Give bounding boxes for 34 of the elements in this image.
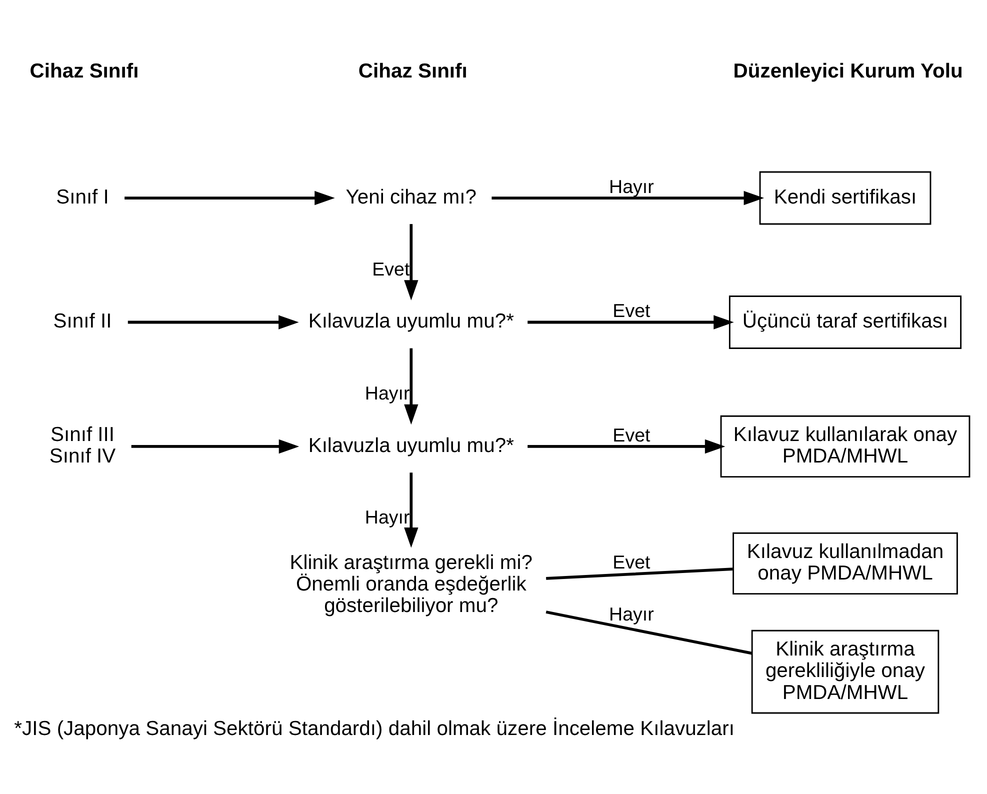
node-box: Klinik araştırma gerekliliğiyle onay PMDA/MHWL <box>751 630 940 714</box>
node-text: Sınıf II <box>53 310 112 333</box>
label: Cihaz Sınıfı <box>358 60 468 83</box>
arrow <box>404 348 418 425</box>
label: Cihaz Sınıfı <box>30 60 139 83</box>
connector <box>546 568 733 580</box>
connector <box>546 610 752 655</box>
edge-label: Evet <box>612 300 650 322</box>
node-text: Sınıf I <box>56 186 109 208</box>
caption: *JIS (Japonya Sanayi Sektörü Standardı) dahil olmak üzere İnceleme Kılavuzları <box>14 718 735 740</box>
arrow <box>528 439 726 454</box>
arrow <box>492 190 764 206</box>
node-box: Kılavuz kullanılarak onay PMDA/MHWL <box>720 415 970 478</box>
arrow <box>128 315 299 330</box>
edge-label: Evet <box>612 551 650 572</box>
arrow <box>131 439 300 454</box>
node-box: Kendi sertifikası <box>759 171 932 225</box>
edge-label: Evet <box>612 424 650 446</box>
edge-label: Hayır <box>609 176 654 197</box>
arrow <box>404 472 418 548</box>
node-text: Kılavuzla uyumlu mu?* <box>308 434 514 457</box>
edge-label: Hayır <box>364 382 410 404</box>
label: Düzenleyici Kurum Yolu <box>733 60 963 83</box>
edge-label: Hayır <box>609 603 654 624</box>
edge-label: Hayır <box>364 506 410 528</box>
node-text: Klinik araştırma gerekli mi? Önemli oranda eşdeğerlik gösterilebiliyor mu? <box>290 552 533 618</box>
arrow <box>528 315 734 330</box>
node-text: Sınıf III Sınıf IV <box>49 424 116 468</box>
node-text: Kılavuzla uyumlu mu?* <box>308 310 514 333</box>
arrow <box>404 224 418 300</box>
node-text: Yeni cihaz mı? <box>346 186 477 208</box>
node-box: Üçüncü taraf sertifikası <box>728 296 962 349</box>
node-box: Kılavuz kullanılmadan onay PMDA/MHWL <box>732 532 958 595</box>
arrow <box>124 190 335 206</box>
